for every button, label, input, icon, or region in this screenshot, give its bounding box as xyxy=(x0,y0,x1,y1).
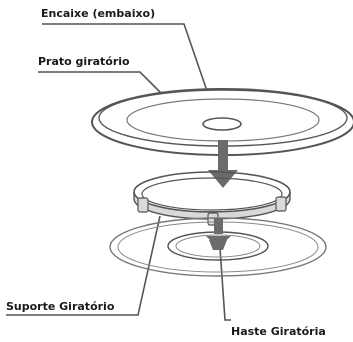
arrow-head-1 xyxy=(208,170,238,188)
roller-wheel-right xyxy=(275,196,287,212)
label-encaixe: Encaixe (embaixo) xyxy=(41,7,156,20)
label-suporte-giratorio: Suporte Giratório xyxy=(6,300,115,313)
label-prato-giratorio: Prato giratório xyxy=(38,55,130,68)
plate-coupling-socket xyxy=(202,117,242,131)
leader-prato xyxy=(38,71,167,99)
leader-haste xyxy=(219,247,231,321)
arrow-shaft-1 xyxy=(218,140,228,170)
arrow-plate-to-ring xyxy=(208,140,238,188)
leader-suporte xyxy=(6,215,161,316)
base-inner-ring-inner xyxy=(175,234,261,258)
label-haste-giratoria: Haste Giratória xyxy=(231,325,326,338)
ring-inner-top xyxy=(141,177,283,211)
shaft-coupler xyxy=(209,240,227,250)
drive-shaft xyxy=(206,218,231,250)
arrow-shaft-2 xyxy=(214,218,223,234)
ring-band xyxy=(133,191,291,220)
leader-encaixe xyxy=(42,23,218,121)
roller-wheel-left xyxy=(137,197,149,213)
roller-ring xyxy=(133,171,291,226)
